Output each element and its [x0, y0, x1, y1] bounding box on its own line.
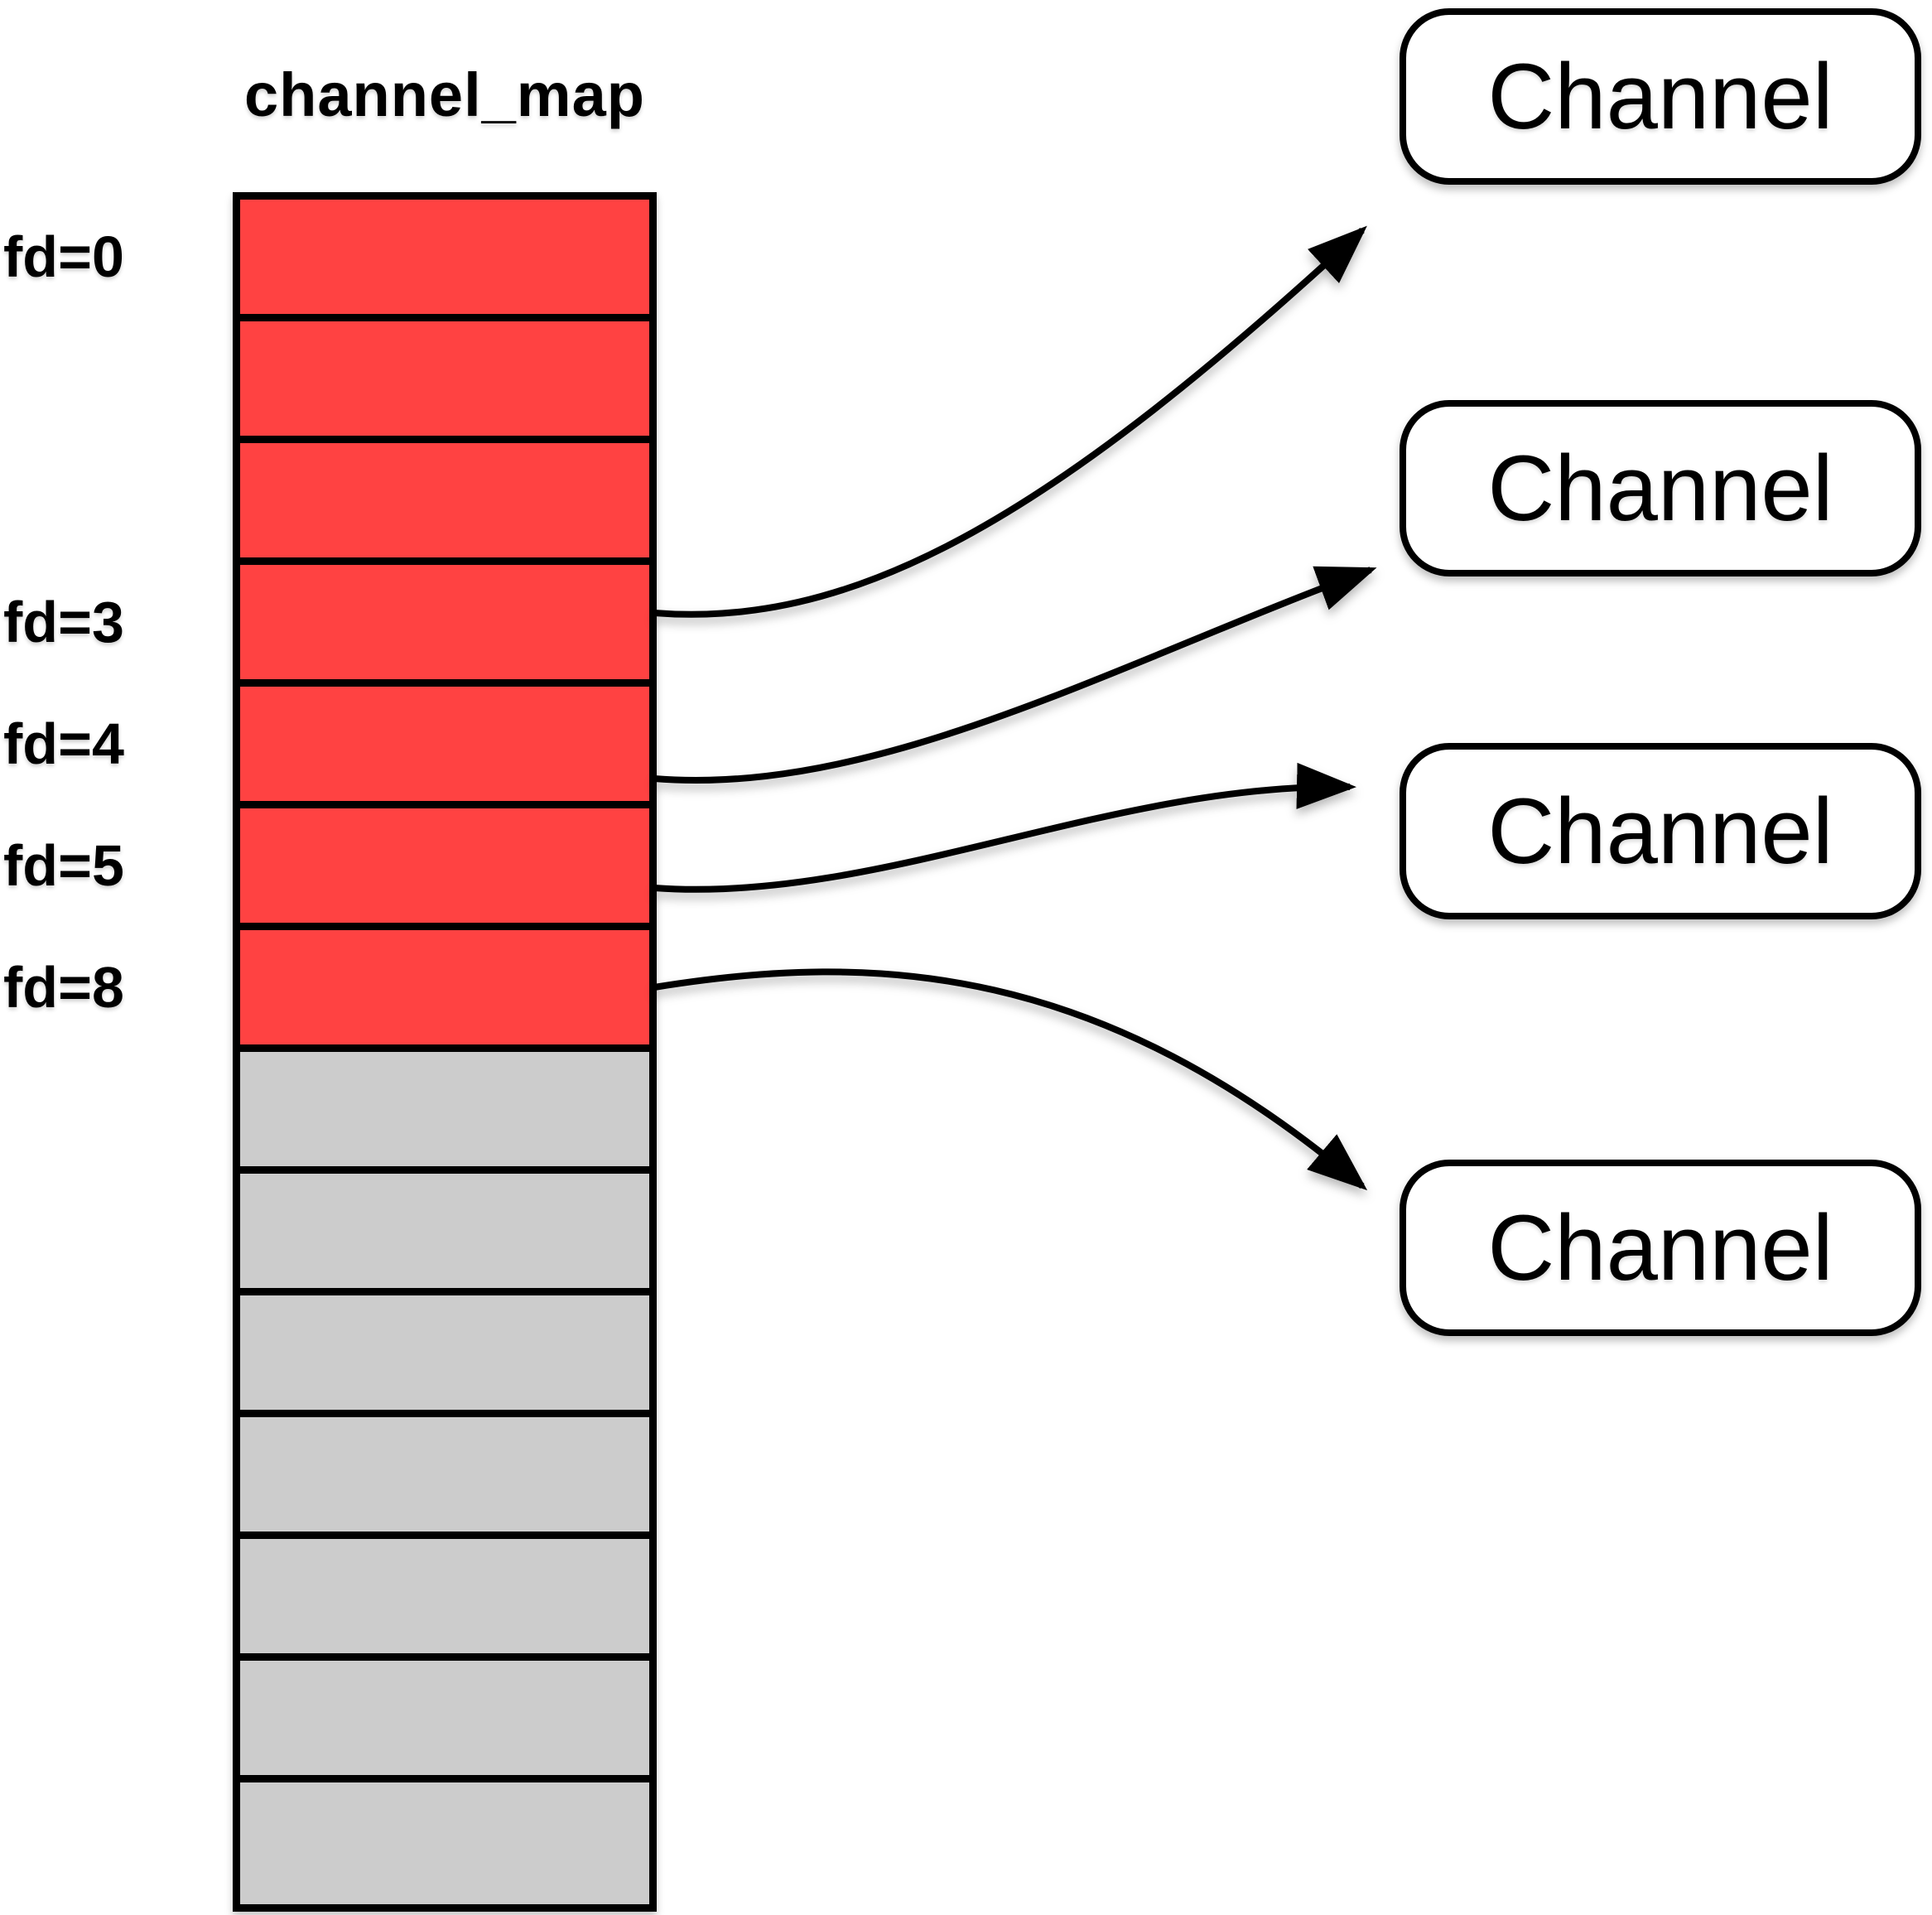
array-cell — [240, 1052, 649, 1174]
arrow-fd=5-to-channel — [653, 762, 1356, 893]
array-cell — [240, 1782, 649, 1904]
array-cell — [240, 930, 649, 1052]
arrow-fd=3-to-channel — [653, 225, 1367, 618]
array-cell — [240, 321, 649, 443]
arrow-fd=4-to-channel — [653, 566, 1377, 784]
array-cell — [240, 443, 649, 565]
fd-label: fd=3 — [3, 590, 124, 654]
array-cell — [240, 565, 649, 687]
array-title: channel_map — [244, 60, 645, 129]
channel-box: Channel — [1400, 8, 1921, 185]
fd-label: fd=4 — [3, 711, 124, 776]
array-cell — [240, 200, 649, 321]
channel-box: Channel — [1400, 743, 1921, 919]
array-cell — [240, 1174, 649, 1295]
channel-box: Channel — [1400, 400, 1921, 576]
channel-map-array — [233, 192, 657, 1912]
fd-label: fd=8 — [3, 955, 124, 1020]
array-cell — [240, 1295, 649, 1417]
array-cell — [240, 687, 649, 808]
array-cell — [240, 1417, 649, 1539]
arrow-fd=8-to-channel — [653, 968, 1368, 1191]
fd-label: fd=0 — [3, 224, 124, 289]
array-cell — [240, 808, 649, 930]
fd-label: fd=5 — [3, 833, 124, 898]
array-cell — [240, 1539, 649, 1661]
channel-box: Channel — [1400, 1160, 1921, 1336]
array-cell — [240, 1661, 649, 1782]
